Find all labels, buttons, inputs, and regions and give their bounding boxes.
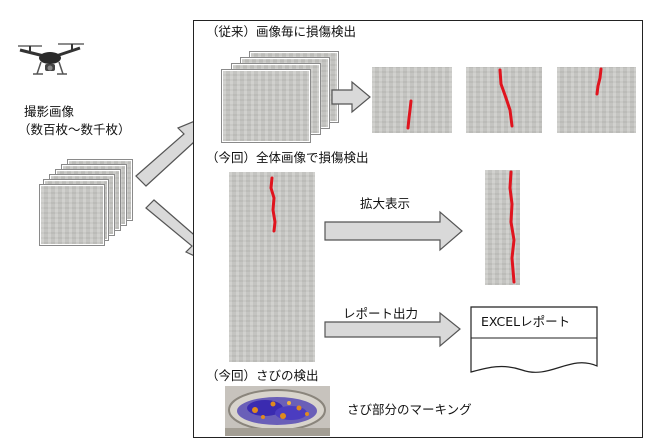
- report-label: レポート出力: [343, 306, 419, 321]
- rust-title: （今回）さびの検出: [206, 368, 319, 383]
- source-image: [39, 184, 105, 246]
- crack-mark: [508, 170, 516, 284]
- crack-mark: [406, 99, 413, 130]
- report-arrow: [324, 311, 461, 348]
- rust-marking-label: さび部分のマーキング: [347, 402, 472, 417]
- zoom-label: 拡大表示: [360, 196, 411, 211]
- zoomed-image: [485, 170, 520, 285]
- drone-label-line2: （数百枚～数千枚）: [18, 122, 131, 137]
- crack-mark: [498, 68, 514, 128]
- crack-mark: [269, 176, 277, 233]
- result-image-2: [466, 67, 542, 133]
- whole-panorama-image: [229, 172, 315, 362]
- whole-image-title: （今回）全体画像で損傷検出: [206, 150, 369, 165]
- rust-marked-image: [225, 386, 330, 436]
- drone-label-line1: 撮影画像: [24, 104, 75, 119]
- source-image-stack: [39, 159, 140, 250]
- crack-mark: [595, 67, 603, 96]
- zoom-arrow: [324, 210, 463, 252]
- stack-image: [221, 69, 311, 143]
- excel-report-title: EXCELレポート: [481, 314, 571, 329]
- excel-report-document: [470, 306, 598, 376]
- drone-icon: [14, 38, 86, 86]
- conventional-title: （従来）画像毎に損傷検出: [206, 24, 357, 39]
- conventional-image-stack: [221, 51, 352, 143]
- result-image-3: [557, 67, 636, 133]
